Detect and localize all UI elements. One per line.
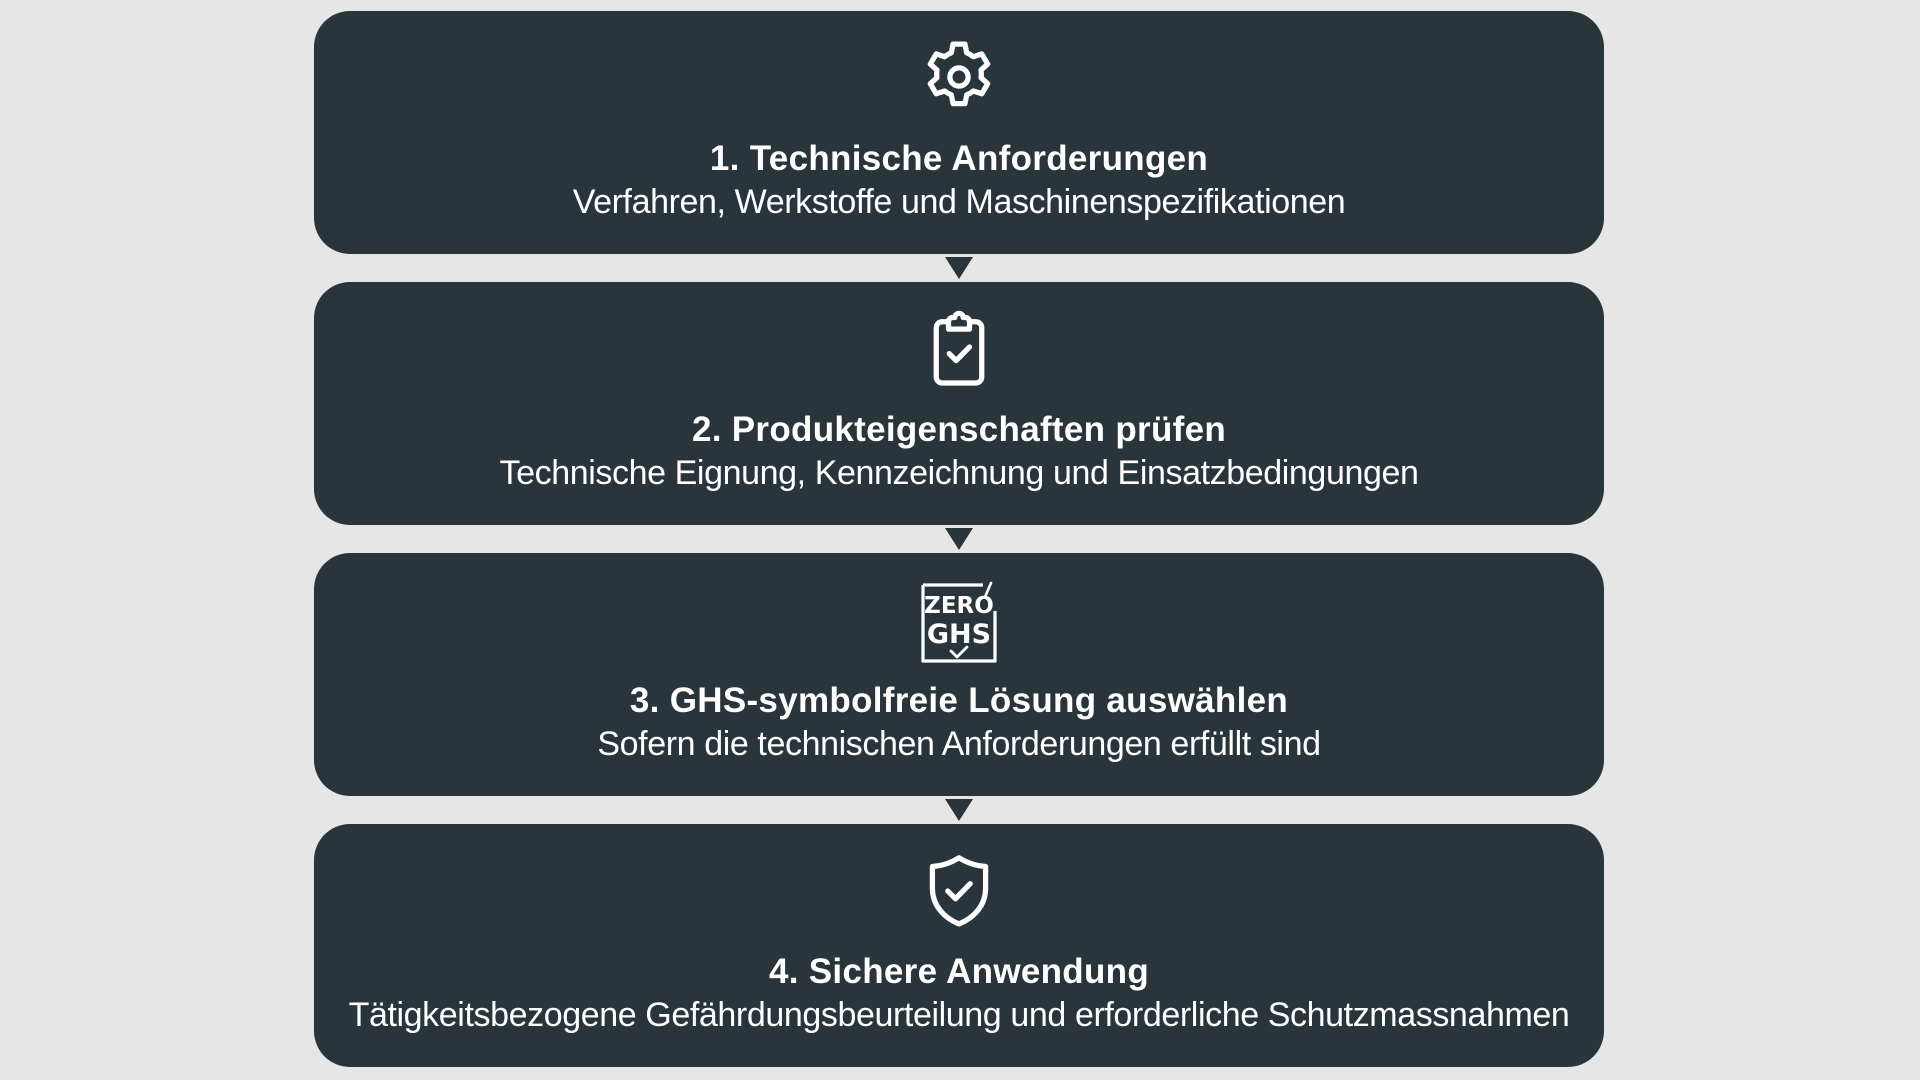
zero-ghs-text-top: ZERO bbox=[924, 593, 994, 619]
step-4-box: 4. Sichere Anwendung Tätigkeitsbezogene … bbox=[314, 824, 1604, 1067]
step-3-title: 3. GHS-symbolfreie Lösung auswählen bbox=[629, 681, 1289, 720]
step-3-subtitle: Sofern die technischen Anforderungen erf… bbox=[597, 725, 1321, 763]
down-arrow-icon bbox=[945, 799, 973, 821]
step-2-box: 2. Produkteigenschaften prüfen Technisch… bbox=[314, 282, 1604, 525]
step-1-subtitle: Verfahren, Werkstoffe und Maschinenspezi… bbox=[572, 183, 1346, 221]
step-4-title: 4. Sichere Anwendung bbox=[768, 952, 1150, 991]
step-1-title: 1. Technische Anforderungen bbox=[709, 139, 1209, 178]
zero-ghs-text-bottom: GHS bbox=[927, 619, 991, 650]
zero-ghs-icon: ZERO GHS bbox=[917, 581, 1001, 665]
step-2-title: 2. Produkteigenschaften prüfen bbox=[691, 410, 1227, 449]
step-2-subtitle: Technische Eignung, Kennzeichnung und Ei… bbox=[499, 454, 1419, 492]
step-1-box: 1. Technische Anforderungen Verfahren, W… bbox=[314, 11, 1604, 254]
connector-2-3 bbox=[314, 525, 1604, 553]
down-arrow-icon bbox=[945, 257, 973, 279]
step-3-box: ZERO GHS 3. GHS-symbolfreie Lösung auswä… bbox=[314, 553, 1604, 796]
step-4-subtitle: Tätigkeitsbezogene Gefährdungsbeurteilun… bbox=[348, 996, 1570, 1034]
gear-icon bbox=[917, 35, 1001, 119]
process-flow: 1. Technische Anforderungen Verfahren, W… bbox=[314, 11, 1604, 1067]
shield-check-icon bbox=[917, 848, 1001, 932]
connector-3-4 bbox=[314, 796, 1604, 824]
clipboard-check-icon bbox=[917, 306, 1001, 390]
connector-1-2 bbox=[314, 254, 1604, 282]
down-arrow-icon bbox=[945, 528, 973, 550]
